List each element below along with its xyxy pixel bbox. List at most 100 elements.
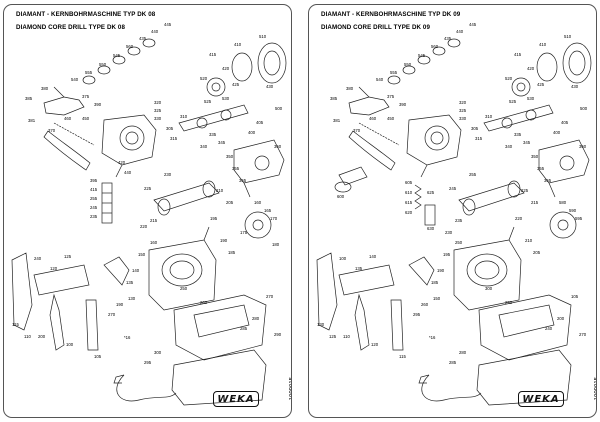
part-number: 530 <box>527 96 535 101</box>
part-number: 310 <box>485 114 493 119</box>
part-number: 430 <box>266 84 274 89</box>
part-number: 270 <box>108 312 116 317</box>
part-number: 330 <box>459 116 467 121</box>
part-number: 285 <box>240 326 248 331</box>
part-number: 315 <box>475 136 483 141</box>
part-number: 445 <box>164 22 172 27</box>
part-number: 215 <box>531 200 539 205</box>
part-number: 190 <box>220 238 228 243</box>
part-number: 550 <box>99 62 107 67</box>
part-number: 500 <box>580 106 588 111</box>
sheet-title-english: DIAMOND CORE DRILL TYPE DK 09 <box>321 24 431 31</box>
part-number: 280 <box>252 316 260 321</box>
part-number: 385 <box>25 96 33 101</box>
part-number: 135 <box>355 266 363 271</box>
part-number: 255 <box>469 172 477 177</box>
part-number: 415 <box>209 52 217 57</box>
part-number: 500 <box>275 106 283 111</box>
part-number: 100 <box>66 342 74 347</box>
part-number: 140 <box>369 254 377 259</box>
part-number: 380 <box>346 86 354 91</box>
part-number: 510 <box>564 34 572 39</box>
part-number: 150 <box>138 252 146 257</box>
sheet-title-german: DIAMANT - KERNBOHRMASCHINE TYP DK 08 <box>16 11 156 18</box>
part-number: 390 <box>94 102 102 107</box>
torque-note: *16 <box>124 335 131 340</box>
part-number: 285 <box>449 360 457 365</box>
part-number: 550 <box>404 62 412 67</box>
part-number: 540 <box>71 77 79 82</box>
part-number: 600 <box>337 194 345 199</box>
part-number: 290 <box>274 332 282 337</box>
part-number: 140 <box>132 268 140 273</box>
part-number: 435 <box>444 36 452 41</box>
part-number: 110 <box>343 334 350 339</box>
part-number: 375 <box>82 94 90 99</box>
part-number: 630 <box>427 226 435 231</box>
part-number: 405 <box>256 120 264 125</box>
part-number: 240 <box>545 326 553 331</box>
part-number: 130 <box>317 322 325 327</box>
part-number: 420 <box>527 66 535 71</box>
part-number: 340 <box>200 144 208 149</box>
part-number: 135 <box>126 280 134 285</box>
part-number: 245 <box>90 205 98 210</box>
part-number: 415 <box>514 52 522 57</box>
part-number: 410 <box>539 42 547 47</box>
exploded-view-drawing <box>316 38 592 406</box>
part-number: 560 <box>431 44 439 49</box>
part-number: 420 <box>222 66 230 71</box>
part-number: 545 <box>418 53 426 58</box>
part-number: 200 <box>557 316 565 321</box>
part-number: 545 <box>113 53 121 58</box>
part-number: 250 <box>180 286 188 291</box>
part-number: 235 <box>455 218 463 223</box>
document-code: 1009015 <box>594 377 597 401</box>
parts-sheet-dk08: DIAMANT - KERNBOHRMASCHINE TYP DK 08 DIA… <box>3 4 292 418</box>
part-number: 381 <box>28 118 36 123</box>
exploded-view-drawing <box>11 38 287 406</box>
part-number: 170 <box>270 216 278 221</box>
part-number: 270 <box>266 294 274 299</box>
sheet-title-german: DIAMANT - KERNBOHRMASCHINE TYP DK 09 <box>321 11 461 18</box>
part-number: 420 <box>118 160 126 165</box>
part-number: 555 <box>85 70 93 75</box>
part-number: 235 <box>90 214 98 219</box>
part-number: 280 <box>459 350 467 355</box>
part-number: 190 <box>437 268 445 273</box>
part-number: 390 <box>399 102 407 107</box>
part-number: 360 <box>274 144 282 149</box>
part-number: 605 <box>405 180 413 185</box>
part-number: 240 <box>34 256 42 261</box>
weka-logo: WEKA <box>213 391 259 407</box>
part-number: 620 <box>405 210 413 215</box>
part-number: 440 <box>124 170 132 175</box>
part-number: 405 <box>561 120 569 125</box>
part-number: 185 <box>431 280 439 285</box>
part-number: 120 <box>50 266 58 271</box>
part-number: 510 <box>259 34 267 39</box>
part-number: 440 <box>151 29 159 34</box>
part-number: 345 <box>523 140 531 145</box>
part-number: 295 <box>413 312 421 317</box>
part-number: 450 <box>387 116 395 121</box>
part-number: 320 <box>154 100 162 105</box>
part-number: 520 <box>505 76 513 81</box>
part-number: 560 <box>126 44 134 49</box>
part-number: 165 <box>264 208 272 213</box>
part-number: 210 <box>216 188 224 193</box>
part-number: 345 <box>218 140 226 145</box>
part-number: 375 <box>387 94 395 99</box>
part-number: 195 <box>443 252 451 257</box>
part-number: 315 <box>170 136 178 141</box>
sheet-title-english: DIAMOND CORE DRILL TYPE DK 08 <box>16 24 126 31</box>
part-number: 580 <box>559 200 567 205</box>
part-number: 380 <box>41 86 49 91</box>
part-number: 220 <box>140 224 148 229</box>
part-number: 370 <box>353 128 361 133</box>
part-number: 435 <box>139 36 147 41</box>
part-number: 310 <box>180 114 188 119</box>
part-number: 425 <box>232 82 240 87</box>
part-number: 225 <box>144 186 152 191</box>
part-number: 325 <box>459 108 467 113</box>
